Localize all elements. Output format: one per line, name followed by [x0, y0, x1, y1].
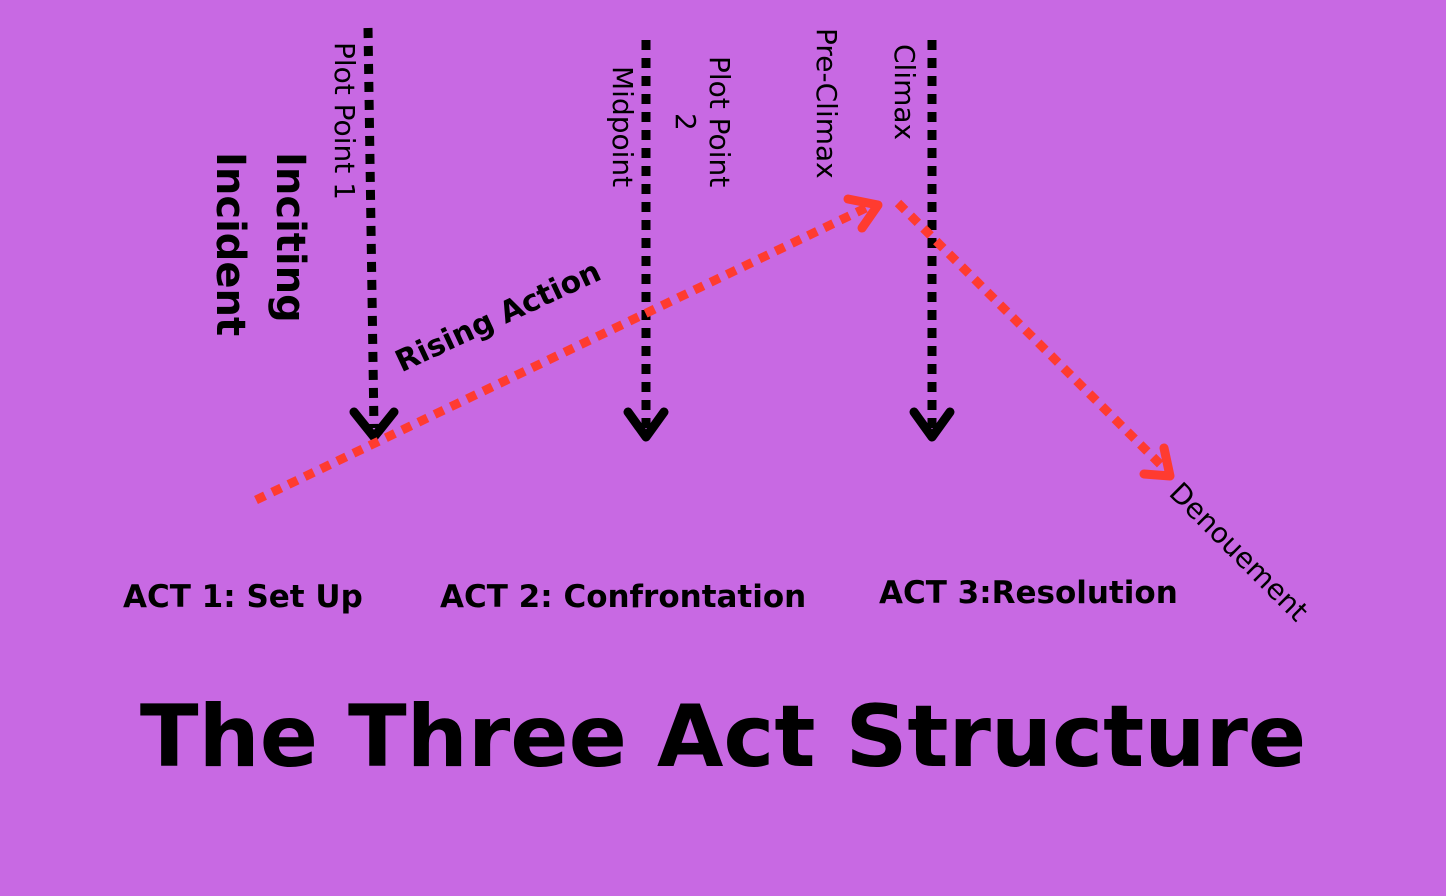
climax-arrow	[909, 40, 955, 442]
pre-climax-label: Pre-Climax	[810, 28, 843, 179]
act-1-label: ACT 1: Set Up	[123, 579, 363, 615]
inciting-incident-line2: Incident	[207, 152, 253, 337]
inciting-incident-label: Inciting Incident	[200, 152, 320, 336]
plot-point-2-line2: 2	[669, 112, 702, 131]
page-title: The Three Act Structure	[139, 687, 1307, 787]
act-2-label: ACT 2: Confrontation	[440, 579, 807, 615]
midpoint-arrow	[623, 40, 669, 442]
rising-action-arrow	[254, 194, 883, 505]
plot-point-1-label: Plot Point 1	[328, 42, 361, 200]
falling-action-arrow	[894, 199, 1175, 481]
inciting-incident-line1: Inciting	[267, 152, 313, 323]
midpoint-label: Midpoint	[606, 66, 639, 188]
plot-point-1-arrow	[349, 27, 399, 442]
climax-label: Climax	[888, 44, 921, 141]
plot-point-2-line1: Plot Point	[703, 56, 736, 188]
act-3-label: ACT 3:Resolution	[879, 575, 1178, 611]
